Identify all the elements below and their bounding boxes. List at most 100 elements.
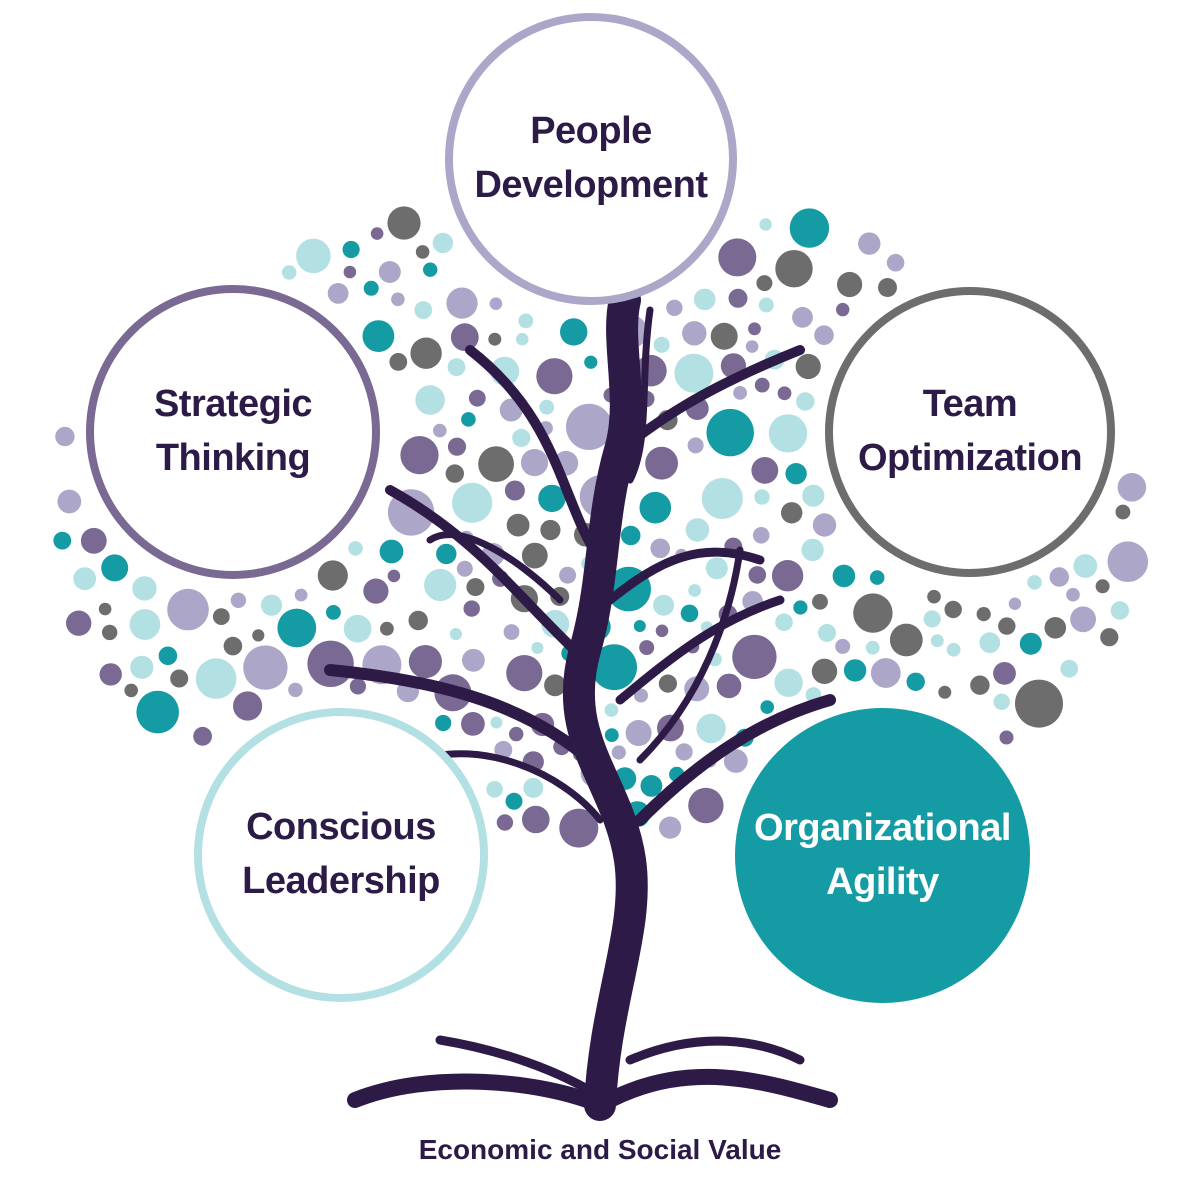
dot-leaf-icon: [687, 437, 704, 454]
dot-leaf-icon: [1008, 597, 1022, 610]
dot-leaf-icon: [379, 539, 404, 564]
dot-leaf-icon: [685, 518, 710, 542]
dot-leaf-icon: [976, 607, 991, 622]
dot-leaf-icon: [837, 271, 863, 298]
dot-leaf-icon: [230, 592, 247, 608]
dot-leaf-icon: [277, 608, 317, 648]
dot-leaf-icon: [436, 543, 457, 565]
dot-leaf-icon: [540, 519, 561, 541]
dot-leaf-icon: [294, 588, 308, 602]
dot-leaf-icon: [449, 628, 462, 641]
dot-leaf-icon: [447, 358, 466, 376]
dot-leaf-icon: [167, 588, 209, 631]
dot-leaf-icon: [505, 792, 523, 810]
dot-leaf-icon: [362, 320, 395, 352]
dot-leaf-icon: [538, 484, 566, 513]
dot-leaf-icon: [496, 814, 514, 831]
dot-leaf-icon: [296, 238, 331, 274]
dot-leaf-icon: [835, 638, 851, 654]
dot-leaf-icon: [812, 513, 837, 537]
dot-leaf-icon: [132, 576, 157, 601]
dot-leaf-icon: [775, 613, 793, 632]
dot-leaf-icon: [522, 805, 550, 834]
dot-leaf-icon: [55, 426, 75, 447]
dot-leaf-icon: [99, 663, 122, 686]
dot-leaf-icon: [349, 678, 366, 695]
tree-branch: [385, 485, 590, 665]
dot-leaf-icon: [326, 605, 341, 620]
dot-leaf-icon: [674, 353, 714, 393]
dot-leaf-icon: [927, 589, 941, 604]
dot-leaf-icon: [343, 265, 357, 279]
dot-leaf-icon: [212, 608, 230, 625]
dot-leaf-icon: [728, 288, 748, 308]
dot-leaf-icon: [539, 399, 555, 415]
node-label-line: People: [530, 110, 652, 153]
dot-leaf-icon: [136, 690, 179, 734]
dot-leaf-icon: [1095, 579, 1110, 594]
dot-leaf-icon: [620, 525, 641, 546]
node-label-line: Team: [922, 383, 1018, 426]
tree-branch: [435, 1035, 610, 1105]
dot-leaf-icon: [387, 206, 421, 240]
dot-leaf-icon: [414, 301, 433, 319]
dot-leaf-icon: [462, 648, 485, 672]
dot-leaf-icon: [771, 560, 804, 592]
dot-leaf-icon: [343, 614, 372, 643]
dot-leaf-icon: [506, 655, 543, 692]
dot-leaf-icon: [463, 600, 480, 617]
dot-leaf-icon: [518, 313, 534, 329]
dot-leaf-icon: [389, 353, 408, 371]
tree-branch: [626, 306, 654, 484]
dot-leaf-icon: [688, 787, 724, 824]
dot-leaf-icon: [66, 610, 92, 636]
dot-leaf-icon: [282, 265, 297, 280]
dot-leaf-icon: [478, 446, 514, 482]
dot-leaf-icon: [503, 624, 520, 640]
dot-leaf-icon: [688, 584, 702, 597]
dot-leaf-icon: [1027, 575, 1042, 590]
dot-leaf-icon: [515, 332, 529, 346]
dot-leaf-icon: [317, 560, 348, 591]
dot-leaf-icon: [243, 645, 288, 690]
dot-leaf-icon: [645, 446, 678, 480]
dot-leaf-icon: [745, 340, 759, 353]
dot-leaf-icon: [999, 730, 1014, 745]
dot-leaf-icon: [446, 287, 478, 319]
tree-branch: [634, 694, 836, 826]
dot-leaf-icon: [748, 566, 767, 584]
dot-leaf-icon: [559, 566, 577, 584]
dot-leaf-icon: [370, 227, 384, 240]
dot-leaf-icon: [701, 478, 743, 519]
dot-leaf-icon: [342, 240, 360, 259]
dot-leaf-icon: [801, 538, 824, 562]
dot-leaf-icon: [1044, 617, 1067, 639]
conscious-leadership-node: Conscious Leadership: [194, 708, 488, 1002]
dot-leaf-icon: [433, 423, 447, 438]
dot-leaf-icon: [408, 645, 442, 679]
dot-leaf-icon: [785, 463, 807, 485]
dot-leaf-icon: [659, 816, 682, 839]
dot-leaf-icon: [170, 669, 189, 688]
dot-leaf-icon: [611, 745, 626, 760]
dot-leaf-icon: [723, 749, 748, 773]
tree-branch: [615, 345, 805, 455]
dot-leaf-icon: [696, 713, 726, 744]
dot-leaf-icon: [408, 610, 428, 631]
dot-leaf-icon: [363, 578, 389, 604]
dot-leaf-icon: [633, 620, 646, 632]
dot-leaf-icon: [1117, 473, 1147, 502]
dot-leaf-icon: [758, 297, 774, 313]
dot-leaf-icon: [789, 208, 830, 248]
dot-leaf-icon: [327, 283, 349, 304]
dot-leaf-icon: [544, 674, 566, 697]
dot-leaf-icon: [193, 726, 213, 746]
dot-leaf-icon: [445, 464, 464, 483]
dot-leaf-icon: [488, 332, 502, 346]
dot-leaf-icon: [223, 636, 243, 656]
dot-leaf-icon: [650, 538, 670, 559]
footer-caption: Economic and Social Value: [418, 1134, 782, 1165]
dot-leaf-icon: [424, 568, 457, 602]
dot-leaf-icon: [752, 527, 770, 544]
dot-leaf-icon: [129, 609, 161, 640]
